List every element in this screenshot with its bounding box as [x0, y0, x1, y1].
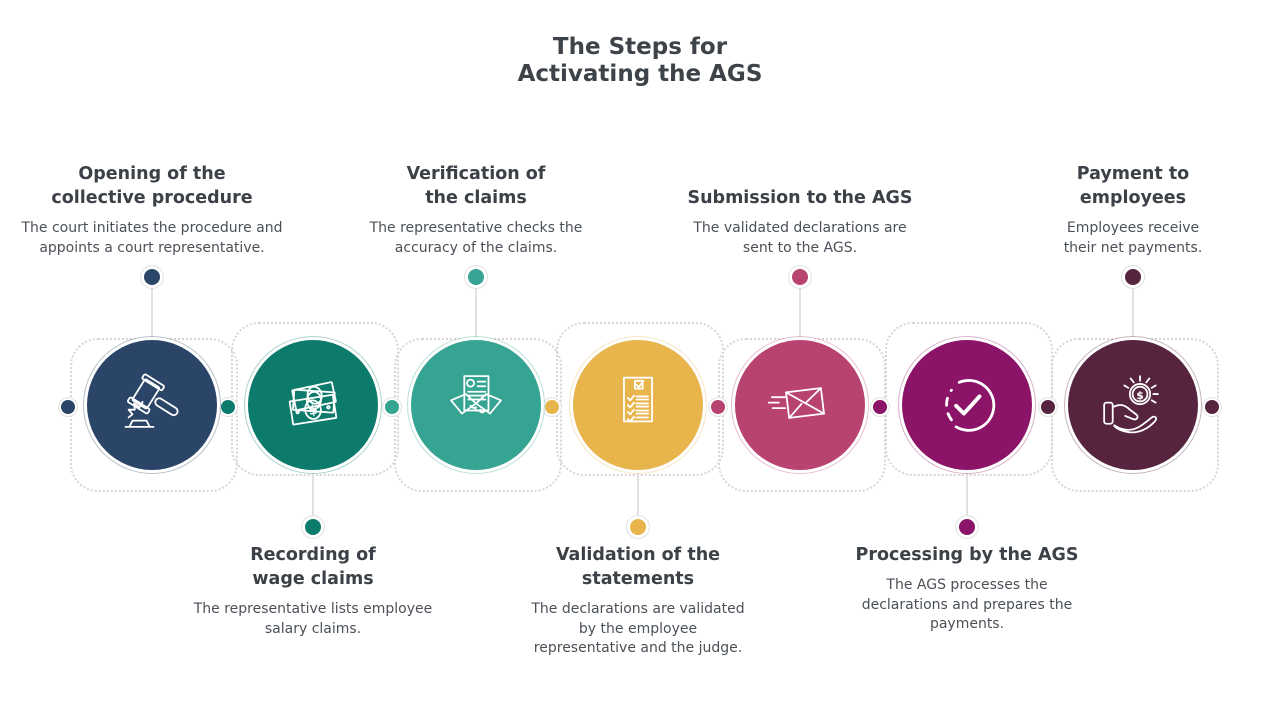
timeline-dot [1041, 400, 1055, 414]
connector-line [637, 470, 639, 527]
connector-dot [144, 269, 160, 285]
step-description: Employees receive their net payments. [1063, 220, 1203, 256]
timeline-dot [1205, 400, 1219, 414]
connector-line [966, 470, 968, 527]
step-circle: $ [1068, 340, 1198, 470]
step-description: The validated declarations are sent to t… [693, 220, 907, 256]
step-title: Payment to employees [1076, 164, 1190, 208]
step-text: Processing by the AGS The AGS processes … [807, 543, 1127, 635]
dotted-frame [556, 322, 724, 476]
step-title: Recording of wage claims [250, 545, 376, 589]
svg-text:$: $ [1136, 389, 1144, 402]
step-text: Recording of wage claims The representat… [153, 543, 473, 639]
step-title: Submission to the AGS [687, 188, 913, 208]
step-description: The declarations are validated by the em… [531, 601, 745, 656]
step-text: Submission to the AGS The validated decl… [640, 146, 960, 258]
page-title: The Steps for Activating the AGS [517, 34, 763, 87]
dotted-frame [70, 338, 238, 492]
step-title: Processing by the AGS [855, 545, 1079, 565]
connector-dot [630, 519, 646, 535]
check-circle-icon [928, 366, 1006, 444]
step-circle [902, 340, 1032, 470]
money-bills-icon: $ [274, 366, 352, 444]
timeline-dot [221, 400, 235, 414]
connector-line [475, 283, 477, 340]
timeline-dot [873, 400, 887, 414]
connector-line [151, 283, 153, 340]
connector-dot [792, 269, 808, 285]
connector-dot [1125, 269, 1141, 285]
step-circle [411, 340, 541, 470]
step-title: Verification of the claims [406, 164, 546, 208]
timeline-dot [61, 400, 75, 414]
step-description: The court initiates the procedure and ap… [21, 220, 283, 256]
dotted-frame [1051, 338, 1219, 492]
svg-text:$: $ [307, 403, 318, 419]
step-description: The representative lists employee salary… [193, 601, 433, 637]
step-description: The representative checks the accuracy o… [369, 220, 583, 256]
connector-line [1132, 283, 1134, 340]
step-circle [735, 340, 865, 470]
step-text: Verification of the claims The represent… [316, 146, 636, 258]
dotted-frame [394, 338, 562, 492]
step-text: Payment to employees Employees receive t… [973, 146, 1280, 258]
hand-coin-icon: $ [1094, 366, 1172, 444]
step-circle [573, 340, 703, 470]
timeline-dot [711, 400, 725, 414]
timeline-dot [385, 400, 399, 414]
connector-dot [305, 519, 321, 535]
handshake-icon [437, 366, 515, 444]
step-title: Validation of the statements [555, 545, 721, 589]
checklist-icon [599, 366, 677, 444]
connector-dot [959, 519, 975, 535]
dotted-frame [231, 322, 399, 476]
step-circle [87, 340, 217, 470]
step-text: Opening of the collective procedure The … [0, 146, 312, 258]
step-circle: $ [248, 340, 378, 470]
connector-dot [468, 269, 484, 285]
step-description: The AGS processes the declarations and p… [861, 577, 1073, 632]
step-title: Opening of the collective procedure [51, 164, 253, 208]
gavel-icon [113, 366, 191, 444]
connector-line [312, 470, 314, 527]
envelope-icon [761, 366, 839, 444]
timeline-dot [545, 400, 559, 414]
step-text: Validation of the statements The declara… [478, 543, 798, 659]
connector-line [799, 283, 801, 340]
